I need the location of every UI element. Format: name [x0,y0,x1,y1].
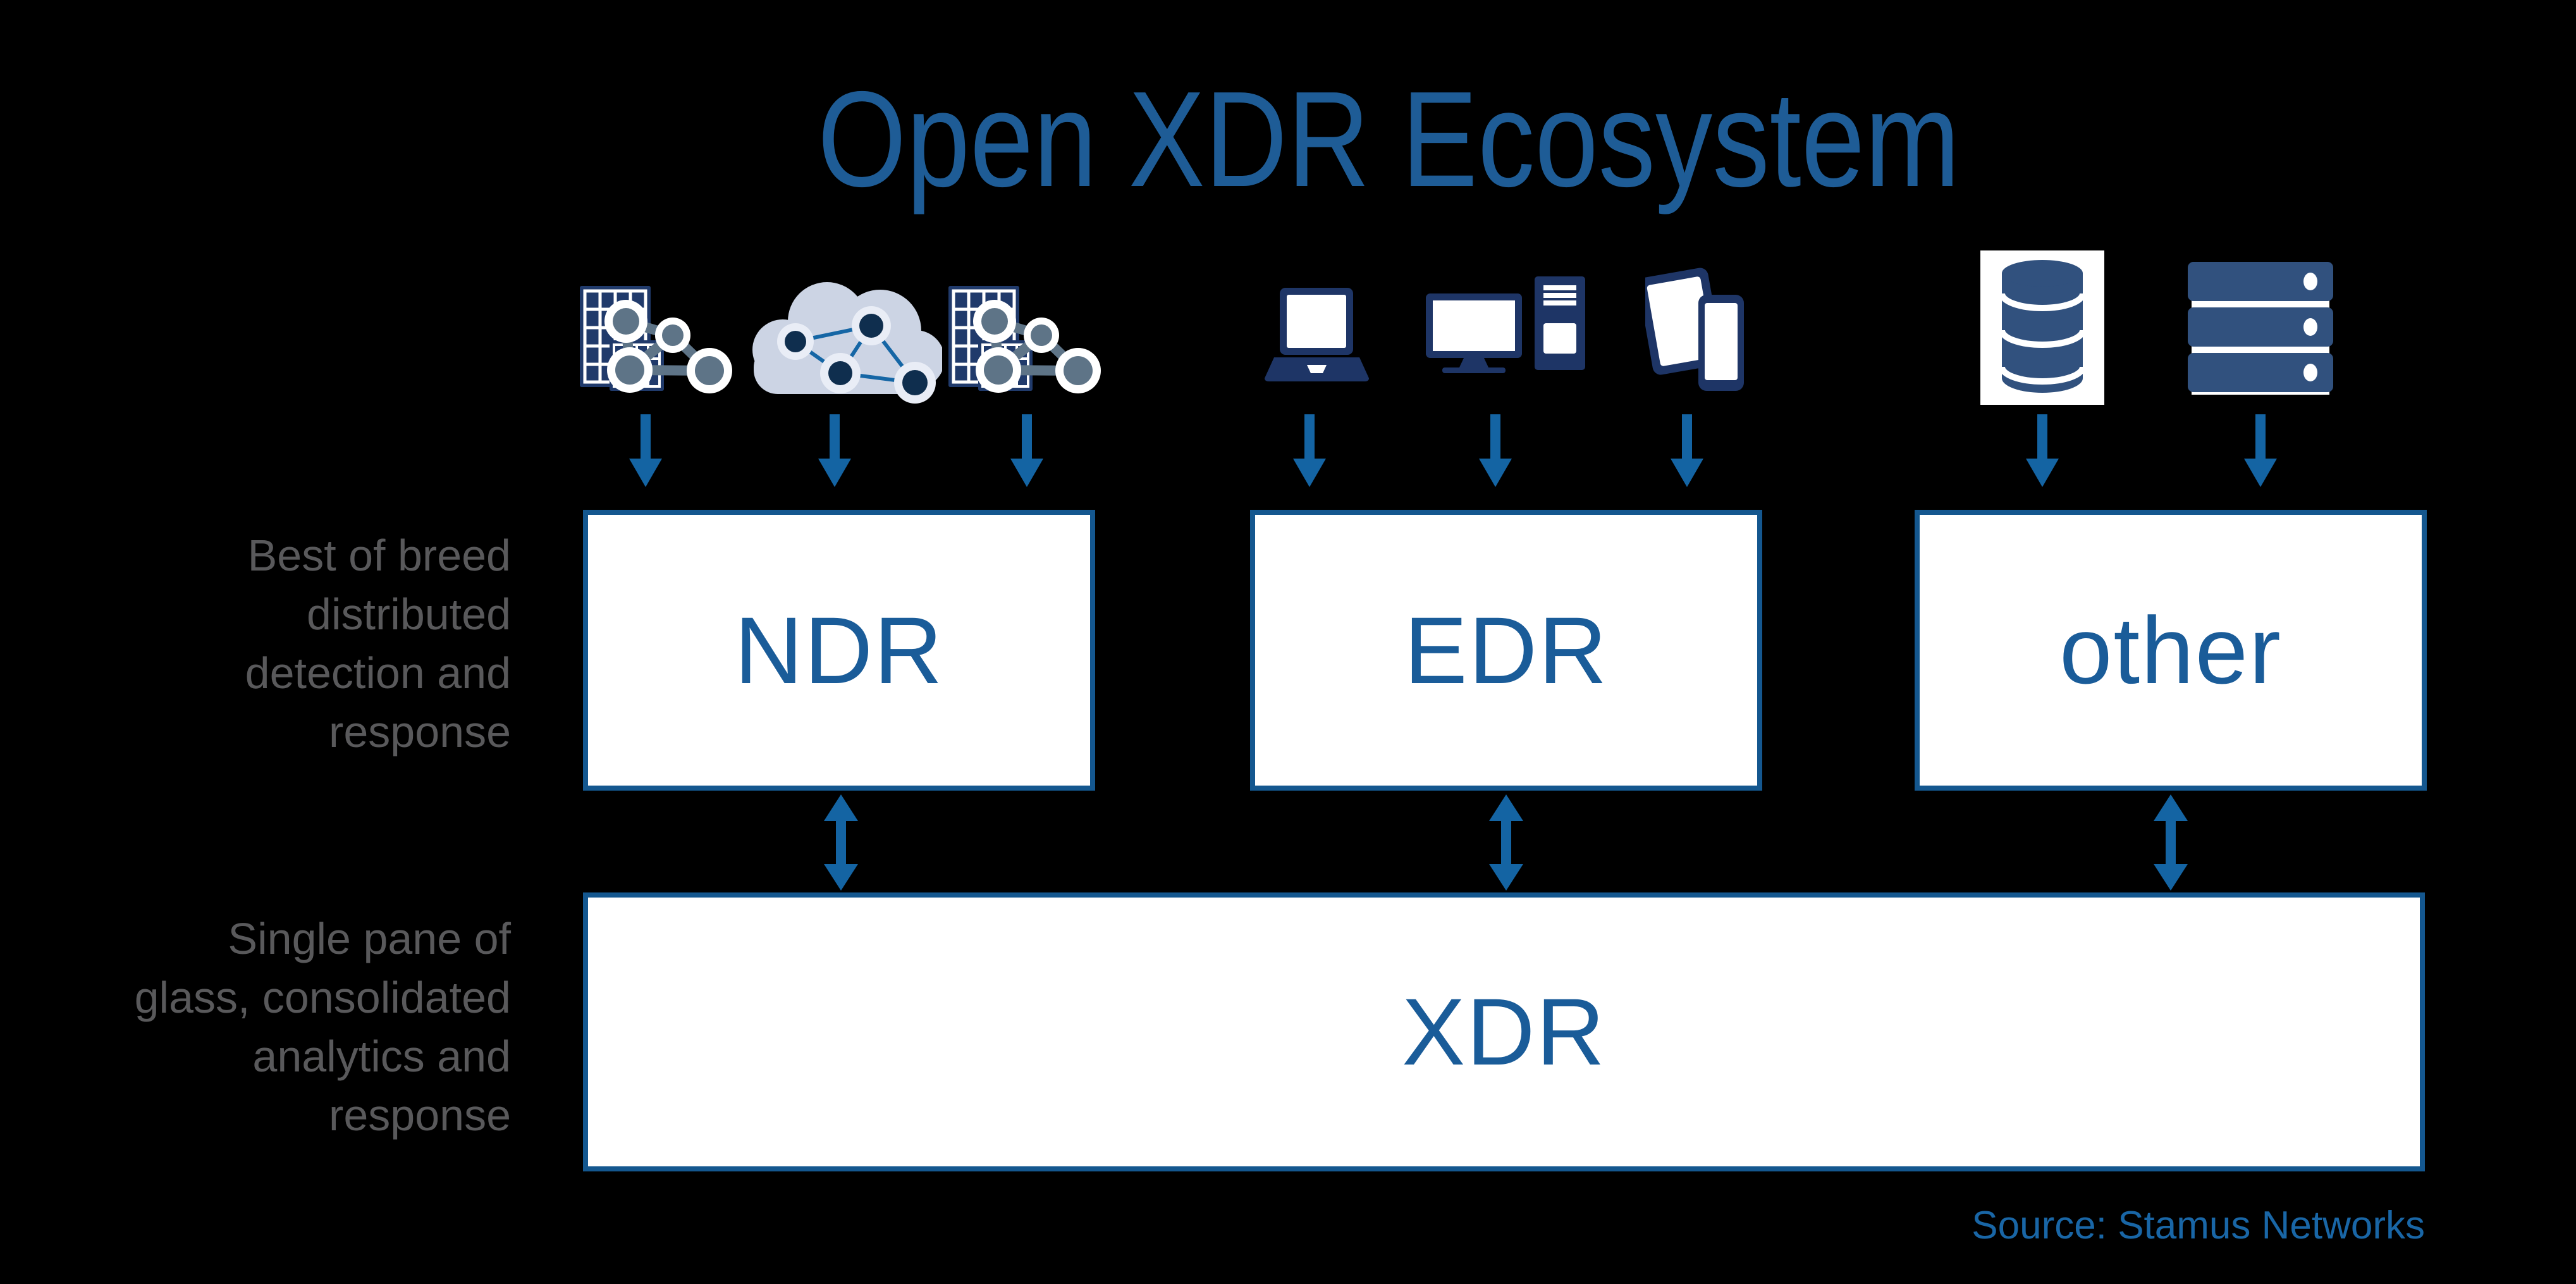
annotation-best-of-breed: Best of breed distributed detection and … [29,526,511,762]
arrow-down-icon [629,414,662,487]
cloud-network-icon [746,271,942,407]
annotation-line: response [329,707,511,756]
server-rack-icon [2188,262,2333,396]
ndr-box-label: NDR [734,596,944,703]
other-box-label: other [2059,596,2282,703]
arrow-down-icon [1479,414,1512,487]
network-grid-icon [945,286,1107,400]
arrow-down-icon [1293,414,1326,487]
arrow-down-icon [2244,414,2277,487]
annotation-line: analytics and [252,1032,511,1081]
tablet-phone-icon [1645,266,1750,392]
annotation-line: glass, consolidated [134,973,511,1022]
annotation-line: detection and [245,648,511,698]
annotation-single-pane: Single pane of glass, consolidated analy… [29,910,511,1145]
page-title: Open XDR Ecosystem [818,63,1960,215]
arrow-down-icon [818,414,851,487]
xdr-box: XDR [583,892,2425,1171]
arrow-bidirectional-icon [824,794,858,891]
other-box: other [1915,510,2427,791]
annotation-line: Best of breed [247,531,511,580]
annotation-line: response [329,1090,511,1140]
arrow-down-icon [1010,414,1043,487]
annotation-line: distributed [307,590,511,639]
ndr-box: NDR [583,510,1095,791]
arrow-bidirectional-icon [1489,794,1523,891]
xdr-box-label: XDR [1402,978,1606,1085]
annotation-line: Single pane of [228,914,511,963]
desktop-computer-icon [1426,276,1585,374]
arrow-down-icon [2026,414,2059,487]
source-attribution: Source: Stamus Networks [1972,1204,2425,1247]
arrow-bidirectional-icon [2154,794,2188,891]
database-icon [1980,250,2104,405]
edr-box: EDR [1250,510,1762,791]
laptop-icon [1265,288,1369,383]
arrow-down-icon [1671,414,1703,487]
network-grid-icon [577,286,738,400]
edr-box-label: EDR [1404,596,1609,703]
